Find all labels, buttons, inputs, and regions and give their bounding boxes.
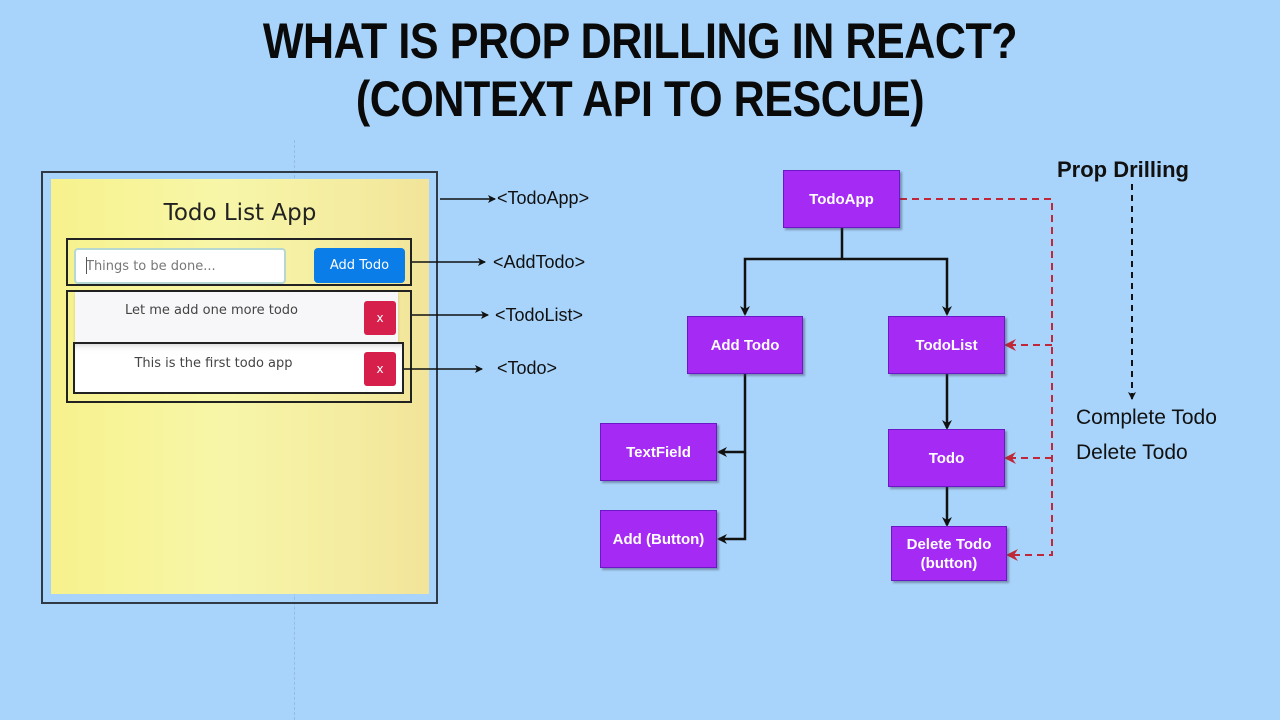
edge-to-textfield [717,374,747,457]
prop-item: Complete Todo [1076,406,1217,429]
node-add-button: Add (Button) [600,510,717,568]
tag-todolist: <TodoList> [495,305,584,325]
delete-todo-button[interactable]: x [364,301,396,335]
page-title-line-2: (CONTEXT API TO RESCUE) [355,71,925,127]
node-add-todo: Add Todo [687,316,803,374]
node-delete-todo-line1: Delete Todo [906,535,992,553]
app-title: Todo List App [163,200,317,226]
delete-todo-button[interactable]: x [364,352,396,386]
todo-app-frame [41,171,438,604]
add-todo-frame [66,238,412,286]
edge-to-add-button [717,452,747,544]
prop-drilling-title: Prop Drilling [1057,157,1189,182]
edge-to-addtodo [740,257,842,316]
text-caret [86,257,87,274]
todo-item: Let me add one more todo x [75,292,398,342]
tag-todo: <Todo> [497,358,558,378]
node-delete-todo-line2: (button) [920,554,978,572]
tag-todoapp: <TodoApp> [497,188,590,208]
node-delete-todo: Delete Todo (button) [891,526,1007,581]
tag-addtodo: <AddTodo> [493,252,586,272]
todo-item: This is the first todo app x [73,342,404,394]
add-todo-button[interactable]: Add Todo [314,248,405,283]
todo-input[interactable] [74,248,286,284]
todo-text: Let me add one more todo [124,303,299,318]
todo-list-frame [66,290,412,403]
node-todo: Todo [888,429,1005,487]
page-title-line-1: WHAT IS PROP DRILLING IN REACT? [262,13,1018,69]
edge-to-todolist [842,257,952,316]
todo-text: This is the first todo app [134,356,293,371]
prop-path-main [900,198,1053,561]
node-todolist: TodoList [888,316,1005,374]
node-textfield: TextField [600,423,717,481]
node-todoapp: TodoApp [783,170,900,228]
prop-item: Delete Todo [1076,441,1188,464]
